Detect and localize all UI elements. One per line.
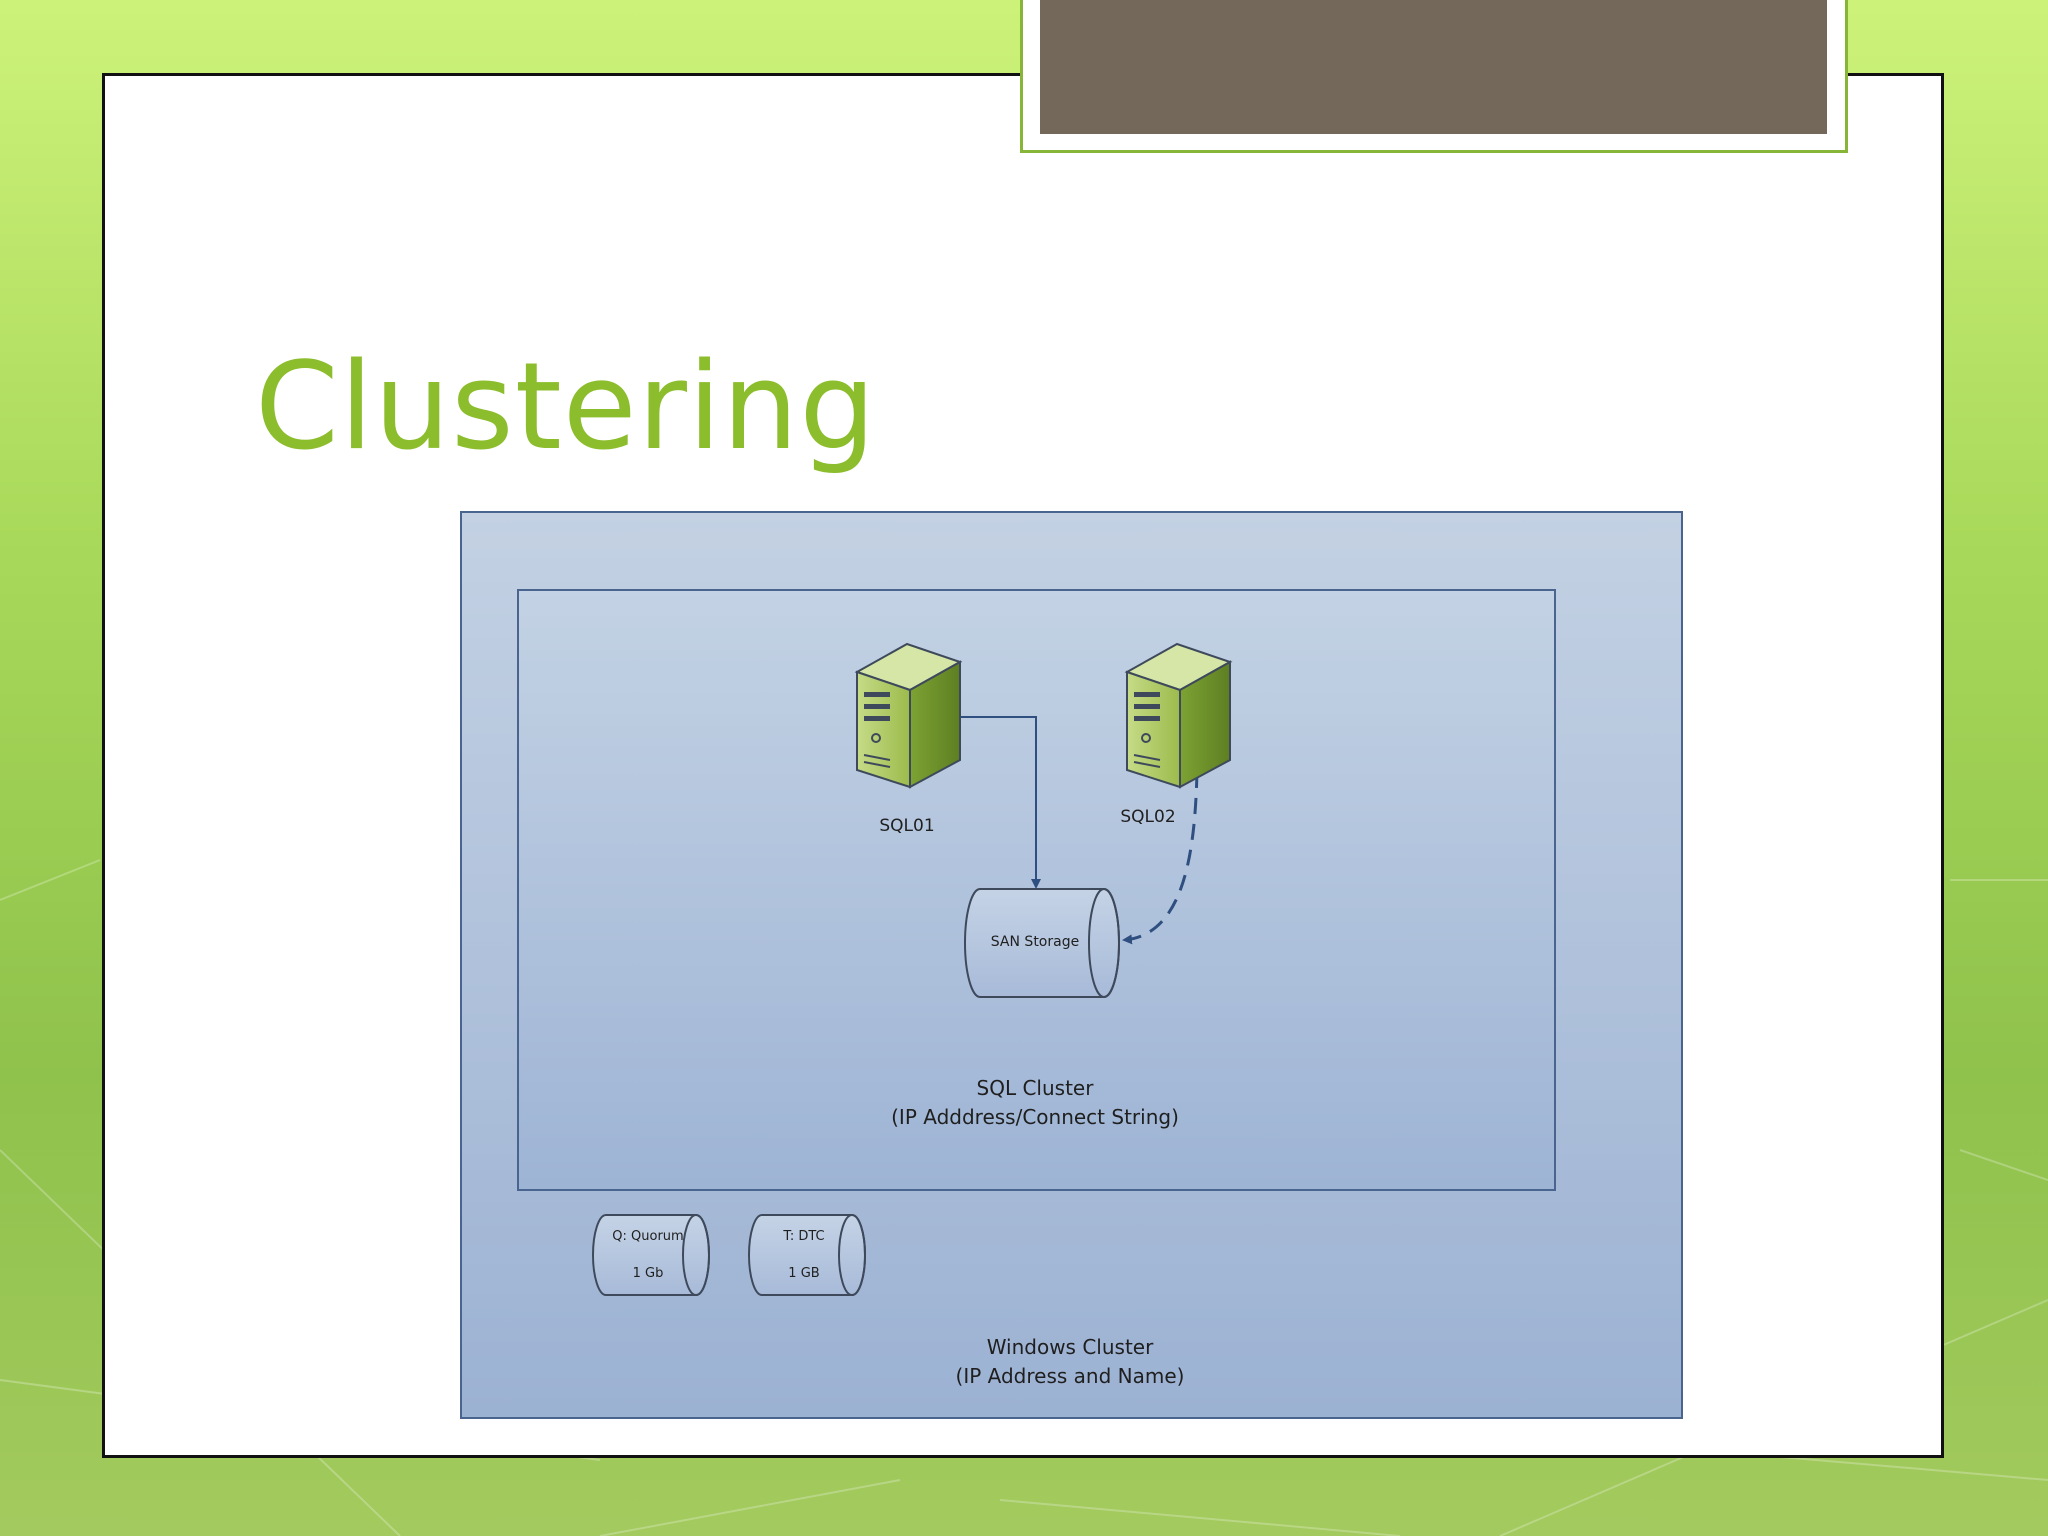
sql-cluster-subtitle: (IP Adddress/Connect String) xyxy=(891,1105,1179,1129)
san-storage-label: SAN Storage xyxy=(991,934,1079,950)
disk-quorum-size: 1 Gb xyxy=(633,1266,664,1281)
server-sql01-label: SQL01 xyxy=(879,816,934,836)
connection-sql02-san xyxy=(1122,763,1203,945)
server-sql01-icon xyxy=(854,642,963,789)
server-sql02-label: SQL02 xyxy=(1120,807,1175,827)
windows-cluster-title: Windows Cluster xyxy=(987,1335,1154,1359)
connection-sql01-san xyxy=(953,712,1041,889)
header-photo xyxy=(1040,0,1827,134)
server-sql02-icon xyxy=(1124,642,1233,789)
sql-cluster-title: SQL Cluster xyxy=(977,1076,1095,1100)
disk-dtc-cylinder xyxy=(748,1214,866,1296)
disk-dtc-name: T: DTC xyxy=(782,1229,824,1244)
disk-dtc-size: 1 GB xyxy=(788,1266,819,1281)
windows-cluster-subtitle: (IP Address and Name) xyxy=(956,1364,1185,1388)
san-storage-cylinder xyxy=(964,888,1120,998)
disk-quorum-cylinder xyxy=(592,1214,710,1296)
disk-quorum-name: Q: Quorum xyxy=(612,1229,683,1244)
slide-title: Clustering xyxy=(255,338,877,477)
